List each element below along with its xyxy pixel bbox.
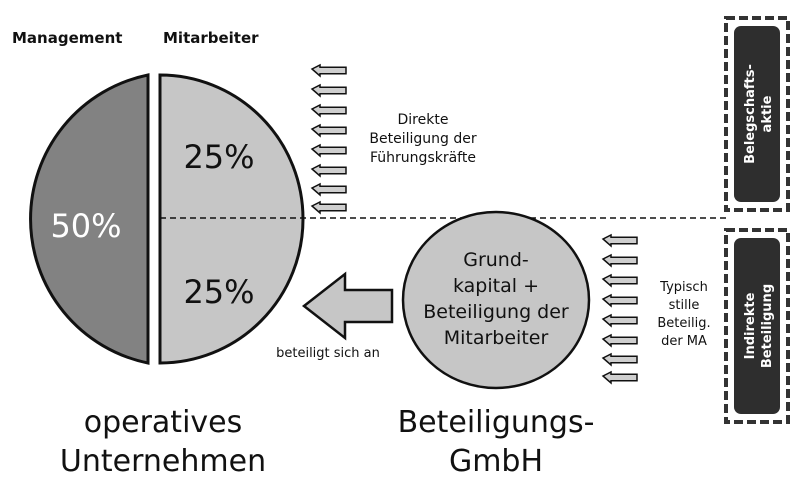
pie-lower-right-value: 25% bbox=[183, 273, 254, 311]
side-top-line1: Belegschafts- bbox=[743, 64, 758, 164]
gmbh-caption-line2: GmbH bbox=[449, 444, 543, 479]
pie-caption-line1: operatives bbox=[84, 405, 243, 440]
gmbh-circle-line1: Grund- bbox=[463, 249, 529, 271]
left-arrow-icon bbox=[311, 64, 347, 77]
typical-note-line3: Beteilig. bbox=[657, 316, 710, 331]
mitarbeiter-label: Mitarbeiter bbox=[163, 29, 259, 47]
left-arrow-icon bbox=[602, 234, 638, 247]
left-arrow-icon bbox=[602, 254, 638, 267]
left-arrow-icon bbox=[311, 104, 347, 117]
left-arrow-icon bbox=[311, 144, 347, 157]
left-arrow-icon bbox=[311, 201, 347, 214]
direct-note-line2: Beteiligung der bbox=[369, 131, 476, 147]
direct-note-line3: Führungskräfte bbox=[370, 150, 476, 166]
big-left-arrow-icon bbox=[301, 271, 394, 341]
side-bottom-line2: Beteiligung bbox=[760, 284, 775, 368]
left-arrow-icon bbox=[602, 353, 638, 366]
typical-note-line2: stille bbox=[669, 298, 700, 313]
management-label: Management bbox=[12, 29, 122, 47]
pie-left-half bbox=[29, 73, 150, 365]
left-arrow-icon bbox=[602, 371, 638, 384]
left-arrow-icon bbox=[311, 183, 347, 196]
typical-note-line1: Typisch bbox=[659, 280, 708, 295]
pie-right-half bbox=[158, 73, 305, 365]
pie-upper-right-value: 25% bbox=[183, 138, 254, 176]
gmbh-circle bbox=[401, 210, 591, 390]
gmbh-caption-line1: Beteiligungs- bbox=[398, 405, 595, 440]
left-arrow-icon bbox=[311, 84, 347, 97]
gmbh-circle-line4: Mitarbeiter bbox=[444, 327, 549, 349]
left-arrow-icon bbox=[311, 124, 347, 137]
direct-note-line1: Direkte bbox=[398, 112, 449, 128]
left-arrow-icon bbox=[602, 294, 638, 307]
pie-caption-line2: Unternehmen bbox=[60, 444, 266, 479]
typical-note-line4: der MA bbox=[661, 334, 707, 349]
left-arrow-icon bbox=[602, 334, 638, 347]
side-top-line2: aktie bbox=[760, 95, 775, 132]
typical-arrows-column bbox=[602, 234, 638, 384]
link-label: beteiligt sich an bbox=[276, 346, 380, 361]
left-arrow-icon bbox=[311, 164, 347, 177]
left-arrow-icon bbox=[602, 274, 638, 287]
side-box-indirekte-beteiligung: Indirekte Beteiligung bbox=[724, 228, 790, 424]
side-box-belegschaftsaktie: Belegschafts- aktie bbox=[724, 16, 790, 212]
gmbh-circle-line2: kapital + bbox=[453, 275, 539, 297]
left-arrow-icon bbox=[602, 314, 638, 327]
side-bottom-line1: Indirekte bbox=[743, 292, 758, 359]
pie-left-value: 50% bbox=[50, 207, 121, 245]
gmbh-circle-line3: Beteiligung der bbox=[423, 301, 569, 323]
direct-arrows-column bbox=[311, 64, 347, 214]
